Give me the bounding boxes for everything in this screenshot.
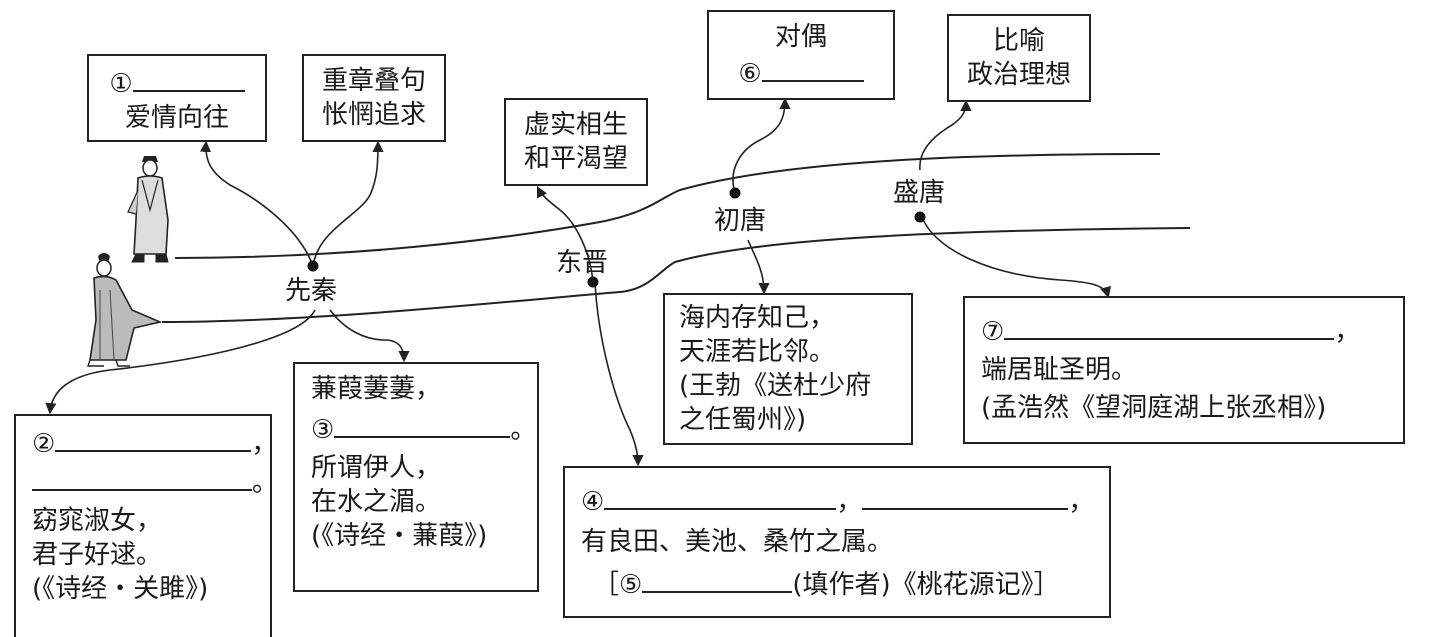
arrow-xianqin-guanju <box>45 309 316 415</box>
box-5-line1: 比喻 <box>992 26 1045 56</box>
poem-source: (《诗经・关雎》) <box>32 574 209 604</box>
poem-source: (填作者)《桃花源记》 <box>792 570 1034 600</box>
circled-number: ⑤ <box>619 570 643 600</box>
punct: ， <box>1068 487 1095 517</box>
poem-line: 海内存知己， <box>679 303 836 333</box>
arrow-xianqin-box1 <box>199 140 314 267</box>
poem-jianjia-box: 蒹葭萋萋， ③ 。 所谓伊人， 在水之湄。 (《诗经・蒹葭》) <box>293 362 539 592</box>
timeline-lower <box>161 227 1191 323</box>
poem-taohua-box: ④ ， ， 有良田、美池、桑竹之属。 ［⑤ (填作者)《桃花源记》］ <box>563 466 1111 618</box>
era-label-dongjin: 东晋 <box>556 248 609 278</box>
box-2: 重章叠句 怅惘追求 <box>302 54 446 142</box>
node-shengtang <box>914 211 926 223</box>
era-label-xianqin: 先秦 <box>285 276 338 306</box>
poem-line: 君子好逑。 <box>32 540 163 570</box>
poem-source: (《诗经・蒹葭》) <box>311 521 488 551</box>
circled-number: ④ <box>581 487 605 517</box>
era-label-chutang: 初唐 <box>714 206 767 236</box>
box-3: 虚实相生 和平渴望 <box>504 98 648 186</box>
poem-wangbo-box: 海内存知己， 天涯若比邻。 (王勃《送杜少府 之任蜀州》) <box>663 293 913 445</box>
box-1: ① 爱情向往 <box>87 54 267 142</box>
timeline-upper <box>174 153 1161 259</box>
poem-line: 所谓伊人， <box>311 453 442 483</box>
answer-blank-4a[interactable] <box>604 482 837 510</box>
answer-blank-4b[interactable] <box>862 482 1069 510</box>
punct: ［ <box>593 570 620 600</box>
node-dongjin <box>587 276 599 288</box>
answer-blank-6[interactable] <box>761 54 864 82</box>
poem-source: 之任蜀州》) <box>679 405 807 435</box>
arrow-chutang-wangbo <box>747 239 770 295</box>
answer-blank-2a[interactable] <box>55 424 252 452</box>
answer-blank-5[interactable] <box>642 565 793 593</box>
poem-line: 窈窕淑女， <box>32 506 163 536</box>
node-xianqin <box>307 260 319 272</box>
era-label-shengtang: 盛唐 <box>893 178 946 208</box>
arrow-xianqin-box2 <box>312 140 384 267</box>
punct: 。 <box>510 415 537 445</box>
punct: 。 <box>252 468 279 498</box>
arrow-dongjin-taohua <box>594 281 644 467</box>
node-chutang <box>729 187 741 199</box>
poem-menghaoran-box: ⑦ ， 端居耻圣明。 (孟浩然《望洞庭湖上张丞相》) <box>963 296 1405 444</box>
box-3-line2: 和平渴望 <box>523 144 628 174</box>
poem-line: 蒹葭萋萋， <box>311 374 442 404</box>
box-2-line2: 怅惘追求 <box>321 100 426 130</box>
answer-blank-2b[interactable] <box>32 463 252 491</box>
arrow-shengtang-box5 <box>919 99 972 171</box>
arrow-dongjin-box3 <box>536 185 594 283</box>
poem-line: 在水之湄。 <box>311 487 442 517</box>
box-1-line2: 爱情向往 <box>124 103 229 133</box>
poem-guanju-box: ② ， 。 窈窕淑女， 君子好逑。 (《诗经・关雎》) <box>14 414 278 637</box>
arrow-shengtang-meng <box>921 216 1112 299</box>
punct: ， <box>251 429 278 459</box>
punct: ， <box>1334 317 1361 347</box>
answer-blank-7[interactable] <box>1004 312 1335 340</box>
arrow-xianqin-jianjia <box>329 309 410 363</box>
circled-number: ① <box>109 69 133 99</box>
circled-number: ⑥ <box>738 59 762 89</box>
poem-line: 有良田、美池、桑竹之属。 <box>581 527 894 557</box>
arrow-chutang-box4 <box>732 97 791 194</box>
maiden-figure-icon <box>87 253 163 367</box>
circled-number: ③ <box>311 415 335 445</box>
answer-blank-1[interactable] <box>132 64 245 92</box>
scholar-figure-icon <box>127 156 169 263</box>
poem-line: 天涯若比邻。 <box>679 337 836 367</box>
poem-line: 端居耻圣明。 <box>981 355 1138 385</box>
punct: ］ <box>1033 570 1060 600</box>
circled-number: ② <box>32 429 56 459</box>
box-5-line2: 政治理想 <box>966 60 1071 90</box>
poem-source: (王勃《送杜少府 <box>679 371 872 401</box>
answer-blank-3[interactable] <box>334 410 511 438</box>
box-2-line1: 重章叠句 <box>321 66 426 96</box>
punct: ， <box>836 487 863 517</box>
box-6-line1: 对偶 <box>774 22 827 52</box>
box-3-line1: 虚实相生 <box>523 110 628 140</box>
circled-number: ⑦ <box>981 317 1005 347</box>
poem-source: (孟浩然《望洞庭湖上张丞相》) <box>981 393 1327 423</box>
box-6: 对偶 ⑥ <box>707 10 895 100</box>
box-5: 比喻 政治理想 <box>947 14 1091 102</box>
